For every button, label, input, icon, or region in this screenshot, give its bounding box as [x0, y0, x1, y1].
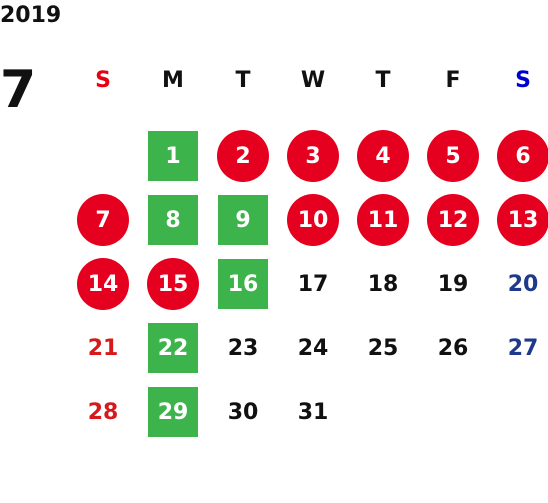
calendar-day[interactable]: 5 [418, 124, 488, 188]
calendar-day[interactable]: 11 [348, 188, 418, 252]
calendar-day[interactable]: 27 [488, 316, 548, 380]
day-number: 2 [217, 130, 269, 182]
day-number: 1 [148, 131, 198, 181]
day-number: 10 [287, 194, 339, 246]
weekday-header: M [162, 67, 184, 93]
day-number: 9 [218, 195, 268, 245]
day-number: 13 [497, 194, 548, 246]
calendar-day[interactable]: 18 [348, 252, 418, 316]
day-number: 7 [77, 194, 129, 246]
weekday-header: S [95, 67, 111, 93]
day-number: 8 [148, 195, 198, 245]
calendar-day[interactable]: 23 [208, 316, 278, 380]
weekday-header: T [235, 67, 251, 93]
day-number: 28 [87, 399, 119, 425]
weekday-header: F [445, 67, 461, 93]
calendar-day[interactable]: 4 [348, 124, 418, 188]
day-number: 16 [218, 259, 268, 309]
day-number: 21 [87, 335, 119, 361]
day-number: 3 [287, 130, 339, 182]
day-number: 25 [367, 335, 399, 361]
day-number: 29 [148, 387, 198, 437]
calendar-day[interactable]: 30 [208, 380, 278, 444]
day-number: 31 [297, 399, 329, 425]
calendar-day[interactable]: 28 [68, 380, 138, 444]
day-number: 5 [427, 130, 479, 182]
day-number: 18 [367, 271, 399, 297]
calendar-day[interactable]: 16 [208, 252, 278, 316]
weekday-header: T [375, 67, 391, 93]
calendar-day[interactable]: 22 [138, 316, 208, 380]
day-number: 24 [297, 335, 329, 361]
day-number: 4 [357, 130, 409, 182]
calendar-day[interactable]: 8 [138, 188, 208, 252]
calendar-day[interactable]: 6 [488, 124, 548, 188]
calendar-day[interactable]: 20 [488, 252, 548, 316]
day-number: 12 [427, 194, 479, 246]
day-number: 17 [297, 271, 329, 297]
calendar-day[interactable]: 26 [418, 316, 488, 380]
calendar-day[interactable]: 9 [208, 188, 278, 252]
year-label: 2019 [0, 3, 62, 28]
day-number: 30 [227, 399, 259, 425]
day-number: 14 [77, 258, 129, 310]
day-number: 11 [357, 194, 409, 246]
calendar-day[interactable]: 3 [278, 124, 348, 188]
day-number: 26 [437, 335, 469, 361]
calendar-day[interactable]: 31 [278, 380, 348, 444]
calendar-day[interactable]: 2 [208, 124, 278, 188]
weekday-header: W [300, 67, 326, 93]
day-number: 27 [507, 335, 539, 361]
weekday-header: S [515, 67, 531, 93]
day-number: 19 [437, 271, 469, 297]
calendar-day[interactable]: 21 [68, 316, 138, 380]
calendar-day[interactable]: 25 [348, 316, 418, 380]
calendar-day[interactable]: 24 [278, 316, 348, 380]
day-number: 15 [147, 258, 199, 310]
calendar-day[interactable]: 14 [68, 252, 138, 316]
calendar-day[interactable]: 7 [68, 188, 138, 252]
calendar-day[interactable]: 15 [138, 252, 208, 316]
calendar-day[interactable]: 17 [278, 252, 348, 316]
day-number: 20 [507, 271, 539, 297]
month-number: 7 [0, 60, 37, 120]
calendar-day[interactable]: 12 [418, 188, 488, 252]
calendar-day[interactable]: 29 [138, 380, 208, 444]
day-number: 6 [497, 130, 548, 182]
calendar-day[interactable]: 19 [418, 252, 488, 316]
calendar-day[interactable]: 10 [278, 188, 348, 252]
calendar-day[interactable]: 1 [138, 124, 208, 188]
day-number: 23 [227, 335, 259, 361]
day-number: 22 [148, 323, 198, 373]
calendar-day[interactable]: 13 [488, 188, 548, 252]
